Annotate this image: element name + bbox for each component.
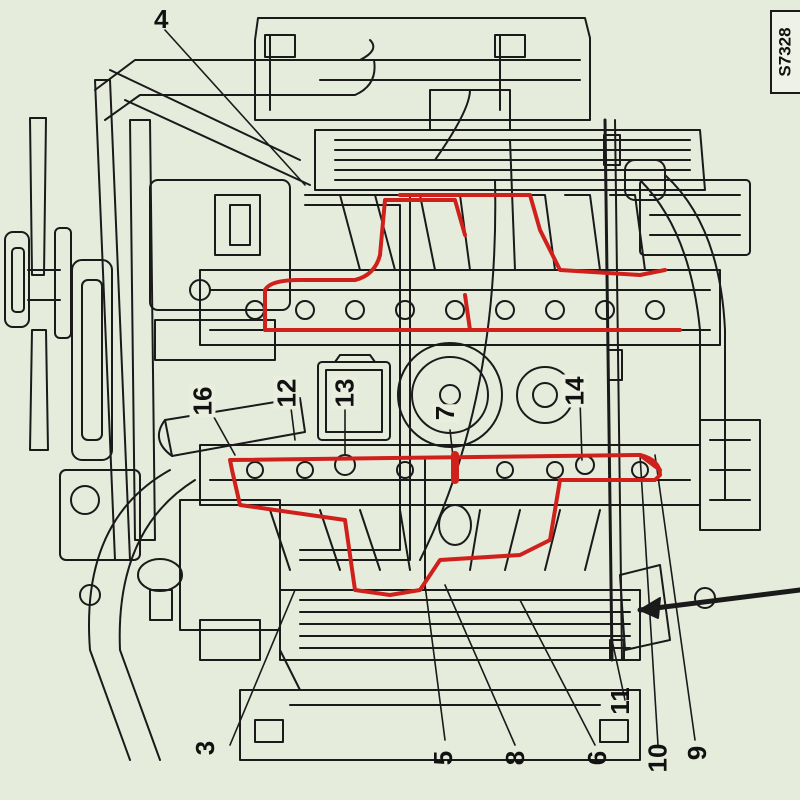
ignition-module: [317, 354, 391, 441]
top-cam-cover: [254, 17, 591, 121]
callout-leader-lines: [164, 29, 696, 746]
bottom-cam-cover: [239, 689, 641, 761]
callout-9: 9: [682, 745, 713, 761]
oil-filler-cap: [137, 558, 183, 621]
upper-radiator-hose: [94, 39, 376, 186]
throttle-linkage-rod: [603, 118, 625, 662]
pointer-arrow: [637, 587, 800, 613]
callout-6: 6: [582, 750, 613, 766]
callout-12: 12: [271, 376, 302, 410]
callout-7: 7: [430, 403, 461, 423]
pulley-belt-assembly: [59, 79, 156, 606]
callout-16: 16: [187, 384, 218, 418]
highlight-wiring-harness: [228, 193, 682, 597]
right-coolant-hose: [639, 174, 761, 531]
callout-5: 5: [428, 750, 459, 766]
fuel-pipes: [299, 89, 516, 591]
pointer-arrowhead: [639, 597, 661, 619]
lower-radiator-hose: [88, 469, 196, 761]
callout-11: 11: [604, 687, 635, 715]
reference-code-box: S7328: [770, 10, 800, 94]
ignition-coil: [157, 397, 306, 457]
reference-code: S7328: [776, 27, 796, 77]
callout-8: 8: [500, 750, 531, 766]
lower-finned-cover: [279, 589, 641, 661]
callout-4: 4: [154, 4, 169, 34]
fan-icon: [4, 117, 72, 451]
callout-3: 3: [190, 740, 221, 756]
callout-13: 13: [329, 376, 360, 410]
callout-14: 14: [559, 374, 590, 408]
distributor-housing: [397, 342, 574, 448]
lower-left-bracket: [179, 499, 301, 691]
callout-10: 10: [642, 743, 673, 773]
